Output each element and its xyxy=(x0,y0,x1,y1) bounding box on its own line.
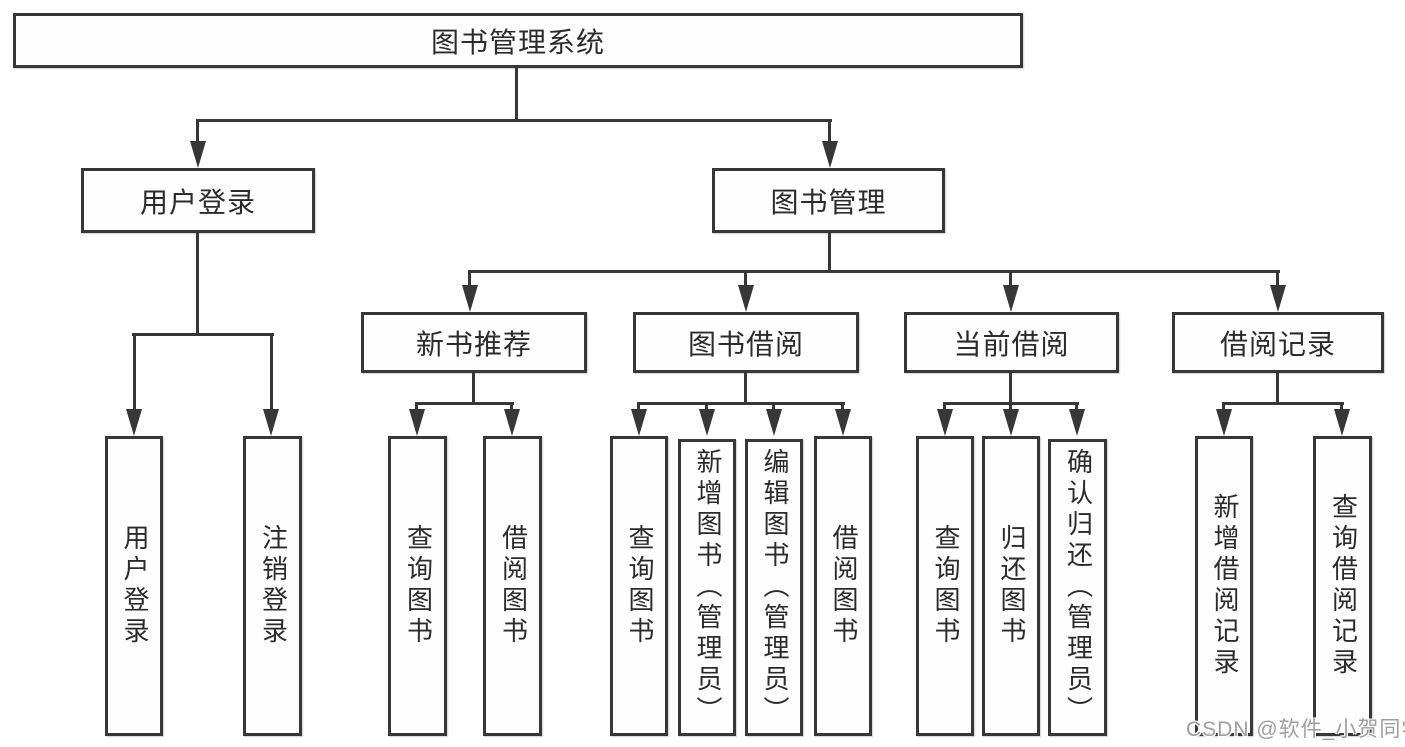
arrow-down-icon xyxy=(462,285,478,312)
arrow-down-icon xyxy=(937,409,953,436)
connector-drop-leaf xyxy=(841,402,844,414)
connector-drop-leaf xyxy=(705,402,708,414)
arrow-down-icon xyxy=(1003,409,1019,436)
leaf-add-book-admin: 新增图书（管理员） xyxy=(678,439,736,736)
connector-drop-book-mgmt xyxy=(828,119,831,147)
node-current-borrow: 当前借阅 xyxy=(904,312,1119,373)
node-label: 图书借阅 xyxy=(687,328,804,360)
connector-borrow-records-trunk xyxy=(1276,373,1279,405)
node-borrow-records: 借阅记录 xyxy=(1172,312,1384,373)
connector-book-borrow-rail xyxy=(637,402,845,405)
arrow-down-icon xyxy=(263,409,279,436)
connector-drop-leaf xyxy=(510,402,513,414)
leaf-borrow-books-1: 借阅图书 xyxy=(483,436,542,736)
leaf-user-login: 用户登录 xyxy=(105,436,163,736)
leaf-label: 查询图书 xyxy=(403,524,434,648)
leaf-label: 借阅图书 xyxy=(828,524,859,648)
connector-user-login-trunk xyxy=(196,233,199,336)
node-label: 图书管理系统 xyxy=(430,26,605,58)
csdn-watermark: CSDN @软件_小贺同学 xyxy=(1186,718,1405,741)
leaf-return-book: 归还图书 xyxy=(982,436,1040,736)
connector-book-borrow-trunk xyxy=(744,373,747,405)
arrow-down-icon xyxy=(1334,409,1350,436)
arrow-down-icon xyxy=(504,409,520,436)
connector-drop-leaf xyxy=(772,402,775,414)
leaf-label: 新增图书（管理员） xyxy=(692,448,723,727)
connector-drop-new-books xyxy=(468,270,471,288)
leaf-query-borrow-record: 查询借阅记录 xyxy=(1313,436,1372,736)
node-label: 借阅记录 xyxy=(1219,328,1336,360)
leaf-query-books-1: 查询图书 xyxy=(388,436,447,736)
arrow-down-icon xyxy=(822,141,838,168)
connector-drop-book-borrow xyxy=(744,270,747,288)
leaf-label: 归还图书 xyxy=(996,524,1027,648)
connector-drop-leaf xyxy=(1340,402,1343,414)
connector-current-borrow-trunk xyxy=(1009,373,1012,405)
node-label: 用户登录 xyxy=(139,186,256,218)
node-book-mgmt: 图书管理 xyxy=(712,168,945,233)
leaf-label: 用户登录 xyxy=(119,524,150,648)
connector-level3-rail xyxy=(468,270,1280,273)
arrow-down-icon xyxy=(631,409,647,436)
leaf-confirm-return-admin: 确认归还（管理员） xyxy=(1048,439,1107,736)
connector-drop-user-login xyxy=(196,119,199,147)
connector-borrow-records-rail xyxy=(1222,402,1344,405)
arrow-down-icon xyxy=(409,409,425,436)
connector-drop-current-borrow xyxy=(1009,270,1012,288)
node-label: 新书推荐 xyxy=(415,328,532,360)
leaf-label: 借阅图书 xyxy=(498,524,529,648)
leaf-borrow-books-2: 借阅图书 xyxy=(814,436,872,736)
arrow-down-icon xyxy=(1069,409,1085,436)
leaf-label: 编辑图书（管理员） xyxy=(759,448,790,727)
connector-new-books-trunk xyxy=(472,373,475,405)
arrow-down-icon xyxy=(699,409,715,436)
connector-drop-leaf xyxy=(415,402,418,414)
connector-level2-rail xyxy=(196,119,832,122)
arrow-down-icon xyxy=(766,409,782,436)
connector-new-books-rail xyxy=(415,402,514,405)
connector-book-mgmt-trunk xyxy=(828,233,831,273)
arrow-down-icon xyxy=(1003,285,1019,312)
leaf-label: 查询图书 xyxy=(930,524,961,648)
connector-drop-leaf xyxy=(943,402,946,414)
connector-drop-leaf xyxy=(1222,402,1225,414)
leaf-label: 确认归还（管理员） xyxy=(1063,448,1094,727)
node-system-root: 图书管理系统 xyxy=(13,13,1023,68)
connector-drop-leaf xyxy=(637,402,640,414)
arrow-down-icon xyxy=(835,409,851,436)
connector-drop-leaf xyxy=(1009,402,1012,414)
arrow-down-icon xyxy=(1270,285,1286,312)
node-user-login: 用户登录 xyxy=(81,168,315,233)
connector-drop-leaf xyxy=(133,333,136,413)
node-book-borrow: 图书借阅 xyxy=(633,312,859,373)
leaf-label: 查询图书 xyxy=(624,524,655,648)
connector-user-login-rail xyxy=(132,333,274,336)
leaf-query-books-2: 查询图书 xyxy=(610,436,668,736)
leaf-label: 查询借阅记录 xyxy=(1328,493,1359,679)
arrow-down-icon xyxy=(738,285,754,312)
leaf-label: 注销登录 xyxy=(258,524,289,648)
node-new-books: 新书推荐 xyxy=(361,312,587,373)
arrow-down-icon xyxy=(126,409,142,436)
leaf-logout: 注销登录 xyxy=(243,436,302,736)
connector-drop-leaf xyxy=(270,333,273,413)
leaf-add-borrow-record: 新增借阅记录 xyxy=(1195,436,1253,736)
arrow-down-icon xyxy=(1216,409,1232,436)
connector-root-trunk xyxy=(515,68,518,121)
leaf-label: 新增借阅记录 xyxy=(1209,493,1240,679)
leaf-query-books-3: 查询图书 xyxy=(916,436,974,736)
node-label: 当前借阅 xyxy=(953,328,1070,360)
node-label: 图书管理 xyxy=(770,186,887,218)
connector-drop-borrow-records xyxy=(1276,270,1279,288)
connector-drop-leaf xyxy=(1075,402,1078,414)
arrow-down-icon xyxy=(190,141,206,168)
leaf-edit-book-admin: 编辑图书（管理员） xyxy=(745,439,803,736)
